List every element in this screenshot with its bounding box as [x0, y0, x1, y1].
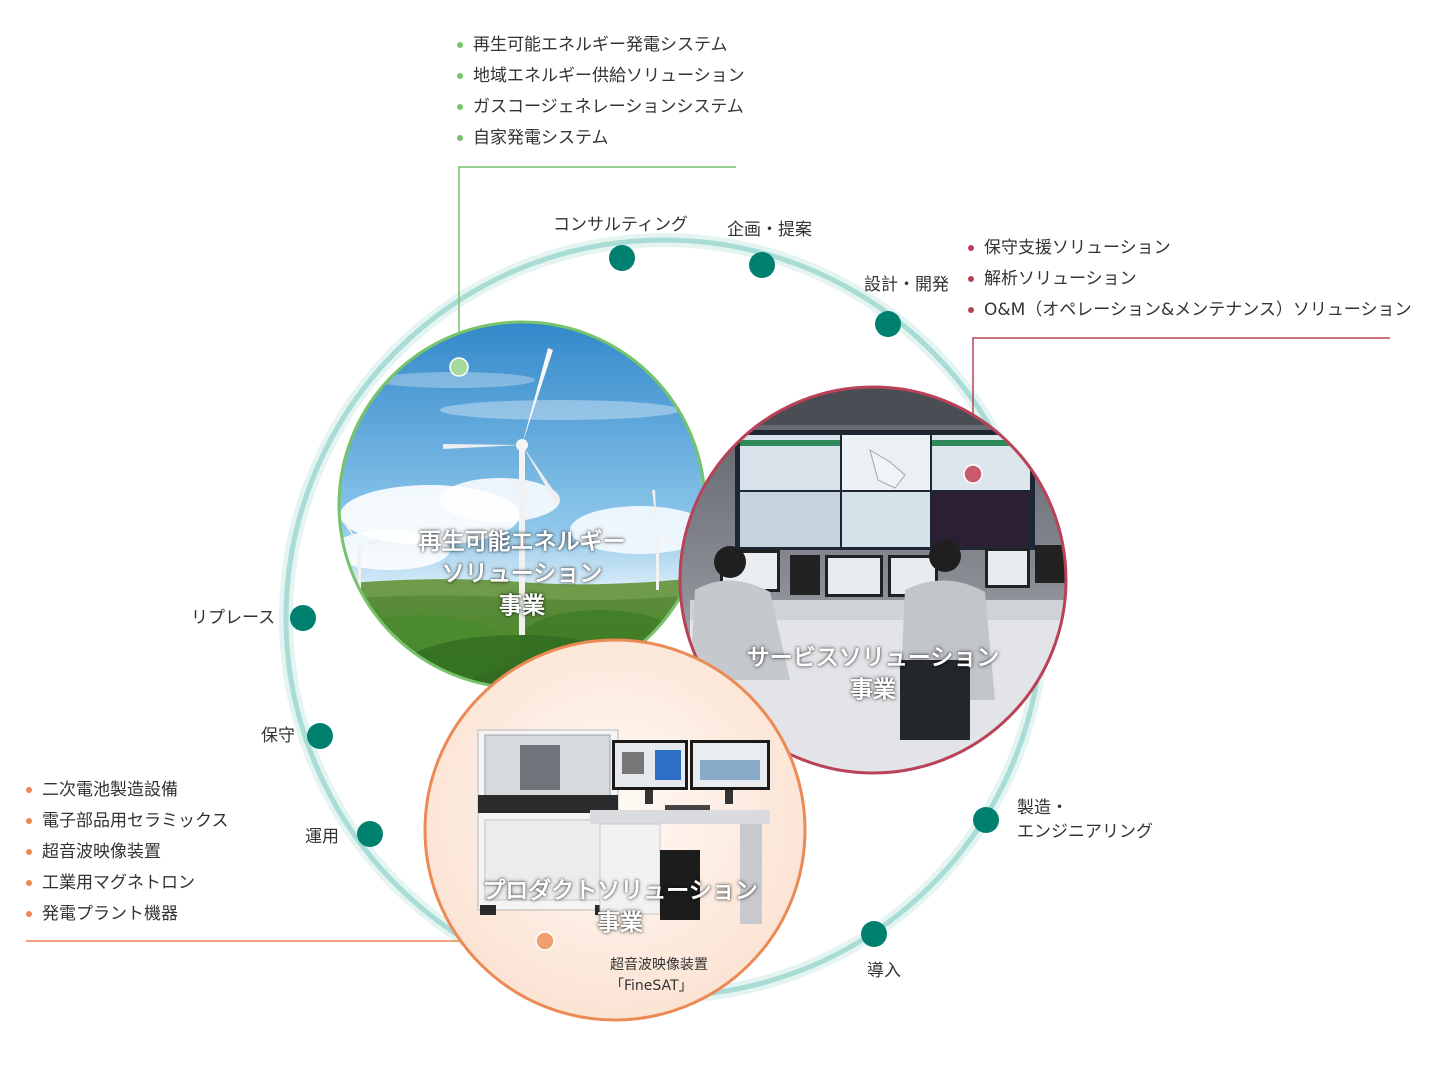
- list-item: 自家発電システム: [457, 123, 745, 154]
- stage-label-replace: リプレース: [191, 608, 276, 628]
- product-items-list: 二次電池製造設備 電子部品用セラミックス 超音波映像装置 工業用マグネトロン 発…: [26, 775, 229, 930]
- bullet-icon: [26, 849, 32, 855]
- stage-dot-manufacturing: [973, 807, 999, 833]
- list-item: ガスコージェネレーションシステム: [457, 92, 745, 123]
- service-items-list: 保守支援ソリューション 解析ソリューション O&M（オペレーション&メンテナンス…: [968, 233, 1412, 326]
- bullet-icon: [26, 911, 32, 917]
- bullet-icon: [457, 135, 463, 141]
- stage-label-consulting: コンサルティング: [553, 215, 688, 235]
- service-title: サービスソリューション 事業: [746, 645, 1000, 703]
- stage-dot-design: [875, 311, 901, 337]
- service-connector-line: [972, 337, 1390, 474]
- renewable-title: 再生可能エネルギー ソリューション 事業: [418, 529, 626, 619]
- stage-label-design: 設計・開発: [864, 275, 949, 295]
- stage-dot-operation: [357, 821, 383, 847]
- product-title: プロダクトソリューション 事業: [482, 878, 758, 936]
- product-circle-border: [423, 638, 807, 1022]
- product-connector-dot: [535, 931, 555, 951]
- product-photo: [477, 729, 770, 924]
- list-item: 解析ソリューション: [968, 264, 1412, 295]
- bullet-icon: [457, 73, 463, 79]
- stage-dot-maintenance: [307, 723, 333, 749]
- stage-dot-replace: [290, 605, 316, 631]
- list-item: 保守支援ソリューション: [968, 233, 1412, 264]
- bullet-icon: [26, 880, 32, 886]
- stage-dot-consulting: [609, 245, 635, 271]
- bullet-icon: [26, 787, 32, 793]
- stage-label-operation: 運用: [305, 827, 339, 847]
- stage-dot-introduction: [861, 921, 887, 947]
- renewable-items-list: 再生可能エネルギー発電システム 地域エネルギー供給ソリューション ガスコージェネ…: [457, 30, 745, 154]
- bullet-icon: [457, 42, 463, 48]
- stage-label-manufacturing-1: 製造・: [1017, 798, 1068, 818]
- stage-label-maintenance: 保守: [261, 726, 295, 746]
- bullet-icon: [968, 245, 974, 251]
- list-item: O&M（オペレーション&メンテナンス）ソリューション: [968, 295, 1412, 326]
- list-item: 二次電池製造設備: [26, 775, 229, 806]
- stage-dot-planning: [749, 252, 775, 278]
- bullet-icon: [968, 307, 974, 313]
- bullet-icon: [968, 276, 974, 282]
- stage-label-manufacturing-2: エンジニアリング: [1017, 822, 1153, 842]
- service-connector-dot: [963, 464, 983, 484]
- list-item: 地域エネルギー供給ソリューション: [457, 61, 745, 92]
- product-caption: 超音波映像装置 「FineSAT」: [610, 957, 708, 994]
- bullet-icon: [26, 818, 32, 824]
- stage-label-introduction: 導入: [867, 961, 901, 981]
- list-item: 工業用マグネトロン: [26, 868, 229, 899]
- list-item: 発電プラント機器: [26, 899, 229, 930]
- list-item: 電子部品用セラミックス: [26, 806, 229, 837]
- list-item: 再生可能エネルギー発電システム: [457, 30, 745, 61]
- stage-label-planning: 企画・提案: [727, 220, 812, 240]
- list-item: 超音波映像装置: [26, 837, 229, 868]
- bullet-icon: [457, 104, 463, 110]
- service-circle-border: [678, 385, 1068, 775]
- renewable-connector-line: [458, 166, 736, 367]
- renewable-connector-dot: [449, 357, 469, 377]
